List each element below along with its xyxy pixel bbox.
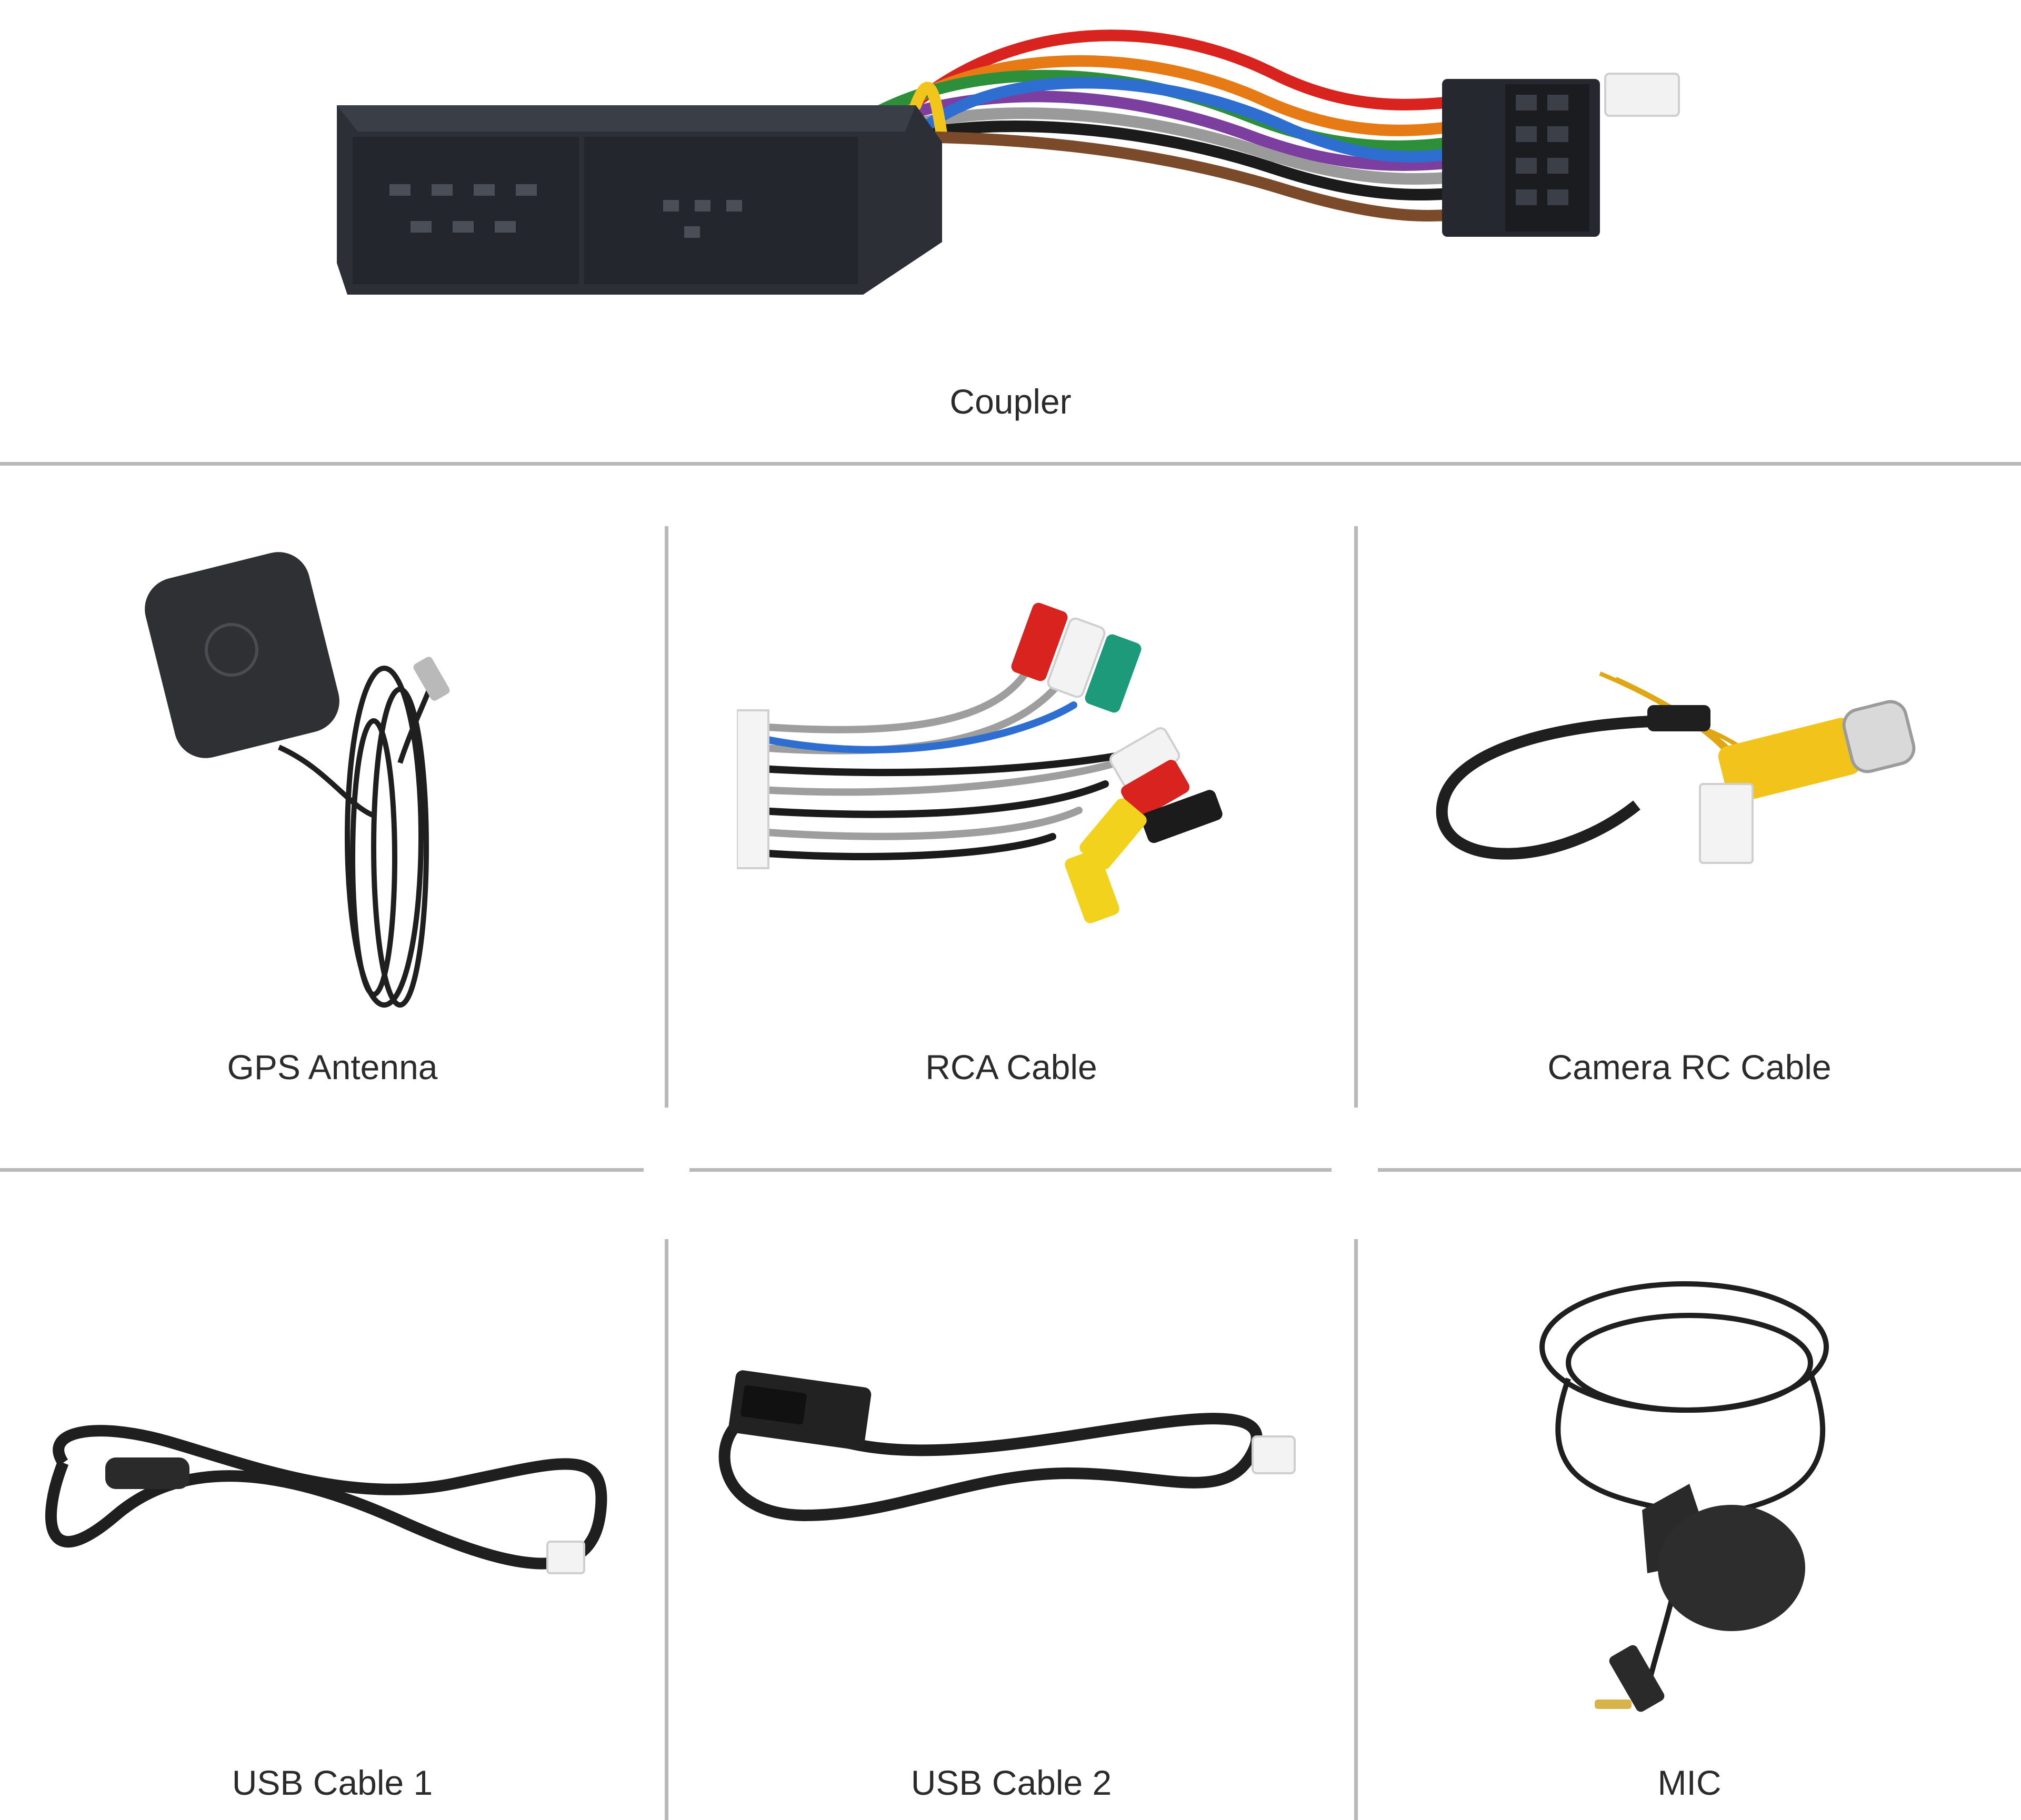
item-label: Coupler <box>949 382 1072 421</box>
divider <box>1354 1239 1358 1820</box>
item-label: MIC <box>1657 1763 1722 1802</box>
item-label: USB Cable 2 <box>911 1763 1112 1802</box>
divider <box>1354 526 1358 1108</box>
item-usb-cable-1: USB Cable 1 <box>0 1189 665 1820</box>
item-label: GPS Antenna <box>227 1048 438 1087</box>
item-coupler: Coupler <box>0 0 2021 463</box>
item-usb-cable-2: USB Cable 2 <box>668 1189 1354 1820</box>
item-label: Camera RC Cable <box>1547 1048 1832 1087</box>
divider <box>665 526 668 1108</box>
divider <box>665 1239 668 1820</box>
item-label: RCA Cable <box>925 1048 1097 1087</box>
item-mic: MIC <box>1358 1189 2021 1820</box>
rca-cable-icon <box>737 589 1295 931</box>
usb-cable-icon <box>700 1358 1332 1568</box>
harness-connector-icon <box>326 0 1695 337</box>
camera-cable-icon <box>1426 668 1974 889</box>
divider <box>0 462 2021 466</box>
item-gps-antenna: GPS Antenna <box>0 474 665 1105</box>
divider <box>0 1168 644 1172</box>
gps-antenna-icon <box>126 542 547 1015</box>
item-camera-rc-cable: Camera RC Cable <box>1358 474 2021 1105</box>
usb-cable-icon <box>32 1410 621 1589</box>
lapel-mic-icon <box>1516 1258 1853 1731</box>
item-label: USB Cable 1 <box>232 1763 433 1802</box>
divider <box>1378 1168 2021 1172</box>
item-rca-cable: RCA Cable <box>668 474 1354 1105</box>
divider <box>689 1168 1332 1172</box>
